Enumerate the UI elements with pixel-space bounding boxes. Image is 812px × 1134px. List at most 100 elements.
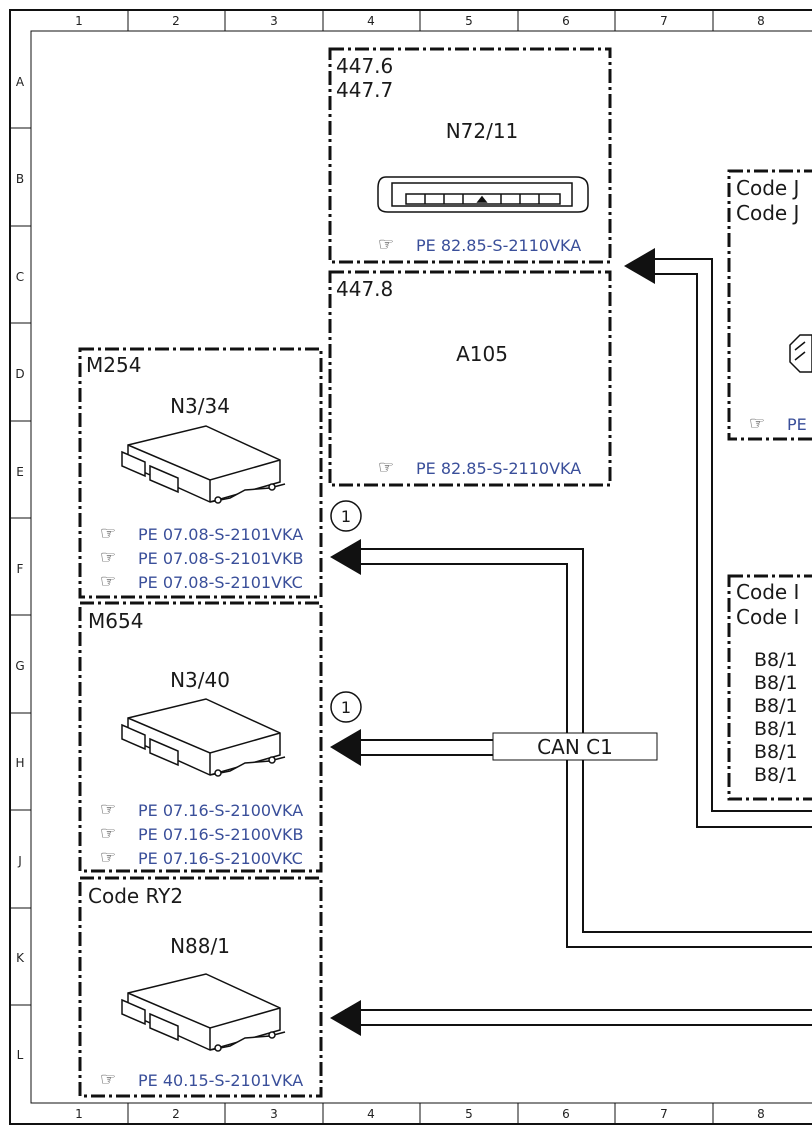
a105-code: 447.8 [336, 277, 393, 301]
right-top-ref-row[interactable]: ☞ PE [749, 413, 807, 434]
col-label-2-bottom: 2 [172, 1107, 180, 1121]
row-label-c: C [16, 270, 24, 284]
col-label-5-bottom: 5 [465, 1107, 473, 1121]
pointing-hand-icon: ☞ [100, 547, 116, 568]
n72-code-2: 447.7 [336, 78, 393, 102]
right-mid-code-1: Code I [736, 580, 799, 604]
marker-label: 1 [341, 507, 351, 526]
grid-ticks [10, 10, 714, 1124]
n72-ref-row[interactable]: ☞ PE 82.85-S-2110VKA [378, 234, 581, 255]
control-unit-icon [121, 698, 286, 777]
right-top-ref-link[interactable]: PE [787, 415, 807, 434]
row-label-d: D [15, 367, 24, 381]
block-a105 [328, 270, 612, 487]
arrow-to-n3-34 [330, 539, 361, 575]
n881-name: N88/1 [170, 934, 230, 958]
row-label-j: J [17, 854, 22, 868]
pointing-hand-icon: ☞ [100, 523, 116, 544]
pointing-hand-icon: ☞ [378, 234, 394, 255]
control-unit-icon [121, 425, 286, 504]
n334-code: M254 [86, 353, 141, 377]
pointing-hand-icon: ☞ [100, 1069, 116, 1090]
n340-ref-link-1[interactable]: PE 07.16-S-2100VKA [138, 801, 303, 820]
pointing-hand-icon: ☞ [100, 823, 116, 844]
n334-ref-link-2[interactable]: PE 07.08-S-2101VKB [138, 549, 303, 568]
col-label-2: 2 [172, 14, 180, 28]
a105-name: A105 [456, 342, 508, 366]
n881-ref-link[interactable]: PE 40.15-S-2101VKA [138, 1071, 303, 1090]
block-n3-34 [78, 347, 323, 599]
n340-ref-link-2[interactable]: PE 07.16-S-2100VKB [138, 825, 303, 844]
arrow-to-n3-40 [330, 729, 361, 766]
n881-code: Code RY2 [88, 884, 183, 908]
arrowheads [330, 248, 655, 1036]
control-unit-icon [121, 973, 286, 1052]
n334-ref-row-3[interactable]: ☞ PE 07.08-S-2101VKC [100, 571, 303, 592]
a105-ref-link[interactable]: PE 82.85-S-2110VKA [416, 459, 581, 478]
row-label-l: L [17, 1048, 24, 1062]
right-mid-code-2: Code I [736, 605, 799, 629]
n340-ref-row-2[interactable]: ☞ PE 07.16-S-2100VKB [100, 823, 303, 844]
pointing-hand-icon: ☞ [100, 847, 116, 868]
col-label-8: 8 [757, 14, 765, 28]
a105-ref-row[interactable]: ☞ PE 82.85-S-2110VKA [378, 457, 581, 478]
n334-ref-row-2[interactable]: ☞ PE 07.08-S-2101VKB [100, 547, 303, 568]
n881-ref-row[interactable]: ☞ PE 40.15-S-2101VKA [100, 1069, 303, 1090]
n340-ref-link-3[interactable]: PE 07.16-S-2100VKC [138, 849, 303, 868]
block-n3-40 [78, 601, 323, 873]
can-c1-text: CAN C1 [537, 735, 613, 759]
col-label-1-bottom: 1 [75, 1107, 83, 1121]
marker-circle-1: 1 [330, 691, 362, 723]
n334-ref-link-3[interactable]: PE 07.08-S-2101VKC [138, 573, 303, 592]
n72-code-1: 447.6 [336, 54, 393, 78]
col-label-4: 4 [367, 14, 375, 28]
col-label-1: 1 [75, 14, 83, 28]
col-label-4-bottom: 4 [367, 1107, 375, 1121]
col-label-6: 6 [562, 14, 570, 28]
col-label-5: 5 [465, 14, 473, 28]
n72-name: N72/11 [446, 119, 519, 143]
row-label-e: E [16, 465, 24, 479]
n334-ref-link-1[interactable]: PE 07.08-S-2101VKA [138, 525, 303, 544]
marker-circle-1: 1 [330, 500, 362, 532]
n334-name: N3/34 [170, 394, 230, 418]
module-icon [789, 334, 812, 373]
block-right-top [727, 169, 812, 441]
right-mid-item-6: B8/1 [754, 764, 798, 786]
can-wires [345, 258, 812, 1026]
n334-ref-row-1[interactable]: ☞ PE 07.08-S-2101VKA [100, 523, 303, 544]
can-c1-label: CAN C1 [492, 732, 658, 761]
n340-name: N3/40 [170, 668, 230, 692]
right-mid-item-3: B8/1 [754, 695, 798, 717]
switch-panel-icon [377, 176, 589, 213]
block-n72-11 [328, 47, 612, 264]
marker-label: 1 [341, 698, 351, 717]
row-label-a: A [16, 75, 25, 89]
block-n88-1 [78, 876, 323, 1098]
n72-ref-link[interactable]: PE 82.85-S-2110VKA [416, 236, 581, 255]
right-mid-item-4: B8/1 [754, 718, 798, 740]
pointing-hand-icon: ☞ [749, 413, 765, 434]
row-label-k: K [16, 951, 25, 965]
row-label-g: G [15, 659, 24, 673]
block-right-mid [727, 574, 812, 801]
pointing-hand-icon: ☞ [100, 571, 116, 592]
col-label-3-bottom: 3 [270, 1107, 278, 1121]
col-label-7: 7 [660, 14, 668, 28]
col-label-6-bottom: 6 [562, 1107, 570, 1121]
arrow-to-n88-1 [330, 1000, 361, 1036]
pointing-hand-icon: ☞ [378, 457, 394, 478]
arrow-to-n72-11 [624, 248, 655, 284]
col-label-3: 3 [270, 14, 278, 28]
row-label-f: F [17, 562, 24, 576]
col-label-8-bottom: 8 [757, 1107, 765, 1121]
n340-ref-row-3[interactable]: ☞ PE 07.16-S-2100VKC [100, 847, 303, 868]
col-label-7-bottom: 7 [660, 1107, 668, 1121]
right-mid-item-2: B8/1 [754, 672, 798, 694]
n340-ref-row-1[interactable]: ☞ PE 07.16-S-2100VKA [100, 799, 303, 820]
inner-frame [30, 30, 812, 1104]
right-top-code-1: Code J [736, 176, 799, 200]
row-label-b: B [16, 172, 24, 186]
right-mid-item-5: B8/1 [754, 741, 798, 763]
